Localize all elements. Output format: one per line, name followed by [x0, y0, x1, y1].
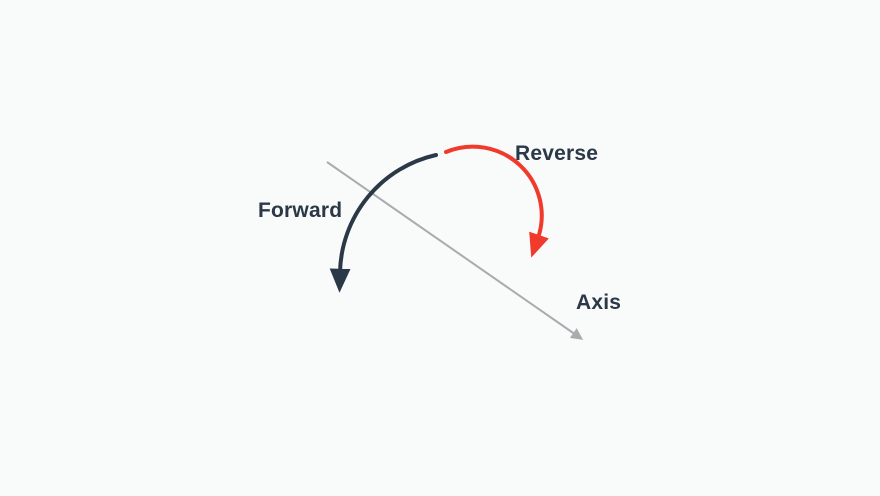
axis-label: Axis	[576, 291, 621, 314]
axis-line	[326, 161, 584, 340]
reverse-label: Reverse	[515, 142, 598, 165]
reverse-rotation-arc	[444, 144, 549, 258]
forward-rotation-arc	[329, 153, 438, 293]
forward-label: Forward	[258, 199, 342, 222]
